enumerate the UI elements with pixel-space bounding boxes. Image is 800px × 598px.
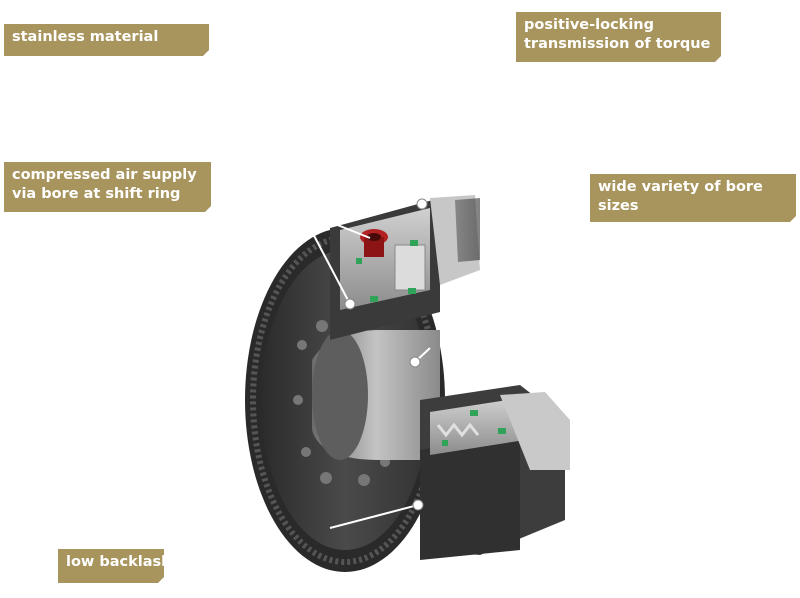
label-text: low backlash <box>66 554 172 570</box>
label-stainless-material: stainless material <box>4 24 209 56</box>
label-positive-locking: positive-locking transmission of torque <box>516 12 721 62</box>
label-text: stainless material <box>12 29 159 45</box>
label-text: positive-locking <box>524 17 654 33</box>
label-text: compressed air supply <box>12 167 197 183</box>
label-text: via bore at shift ring <box>12 186 181 202</box>
label-text: transmission of torque <box>524 36 711 52</box>
label-low-backlash: low backlash <box>58 549 164 583</box>
central-bore <box>312 330 440 460</box>
upper-cutaway-section <box>330 195 480 340</box>
label-text: sizes <box>598 198 639 214</box>
leader-dots <box>344 198 428 511</box>
label-compressed-air-supply: compressed air supply via bore at shift … <box>4 162 211 212</box>
label-bore-sizes: wide variety of bore sizes <box>590 174 796 222</box>
lower-cutaway-section <box>420 385 570 560</box>
label-text: wide variety of bore <box>598 179 763 195</box>
